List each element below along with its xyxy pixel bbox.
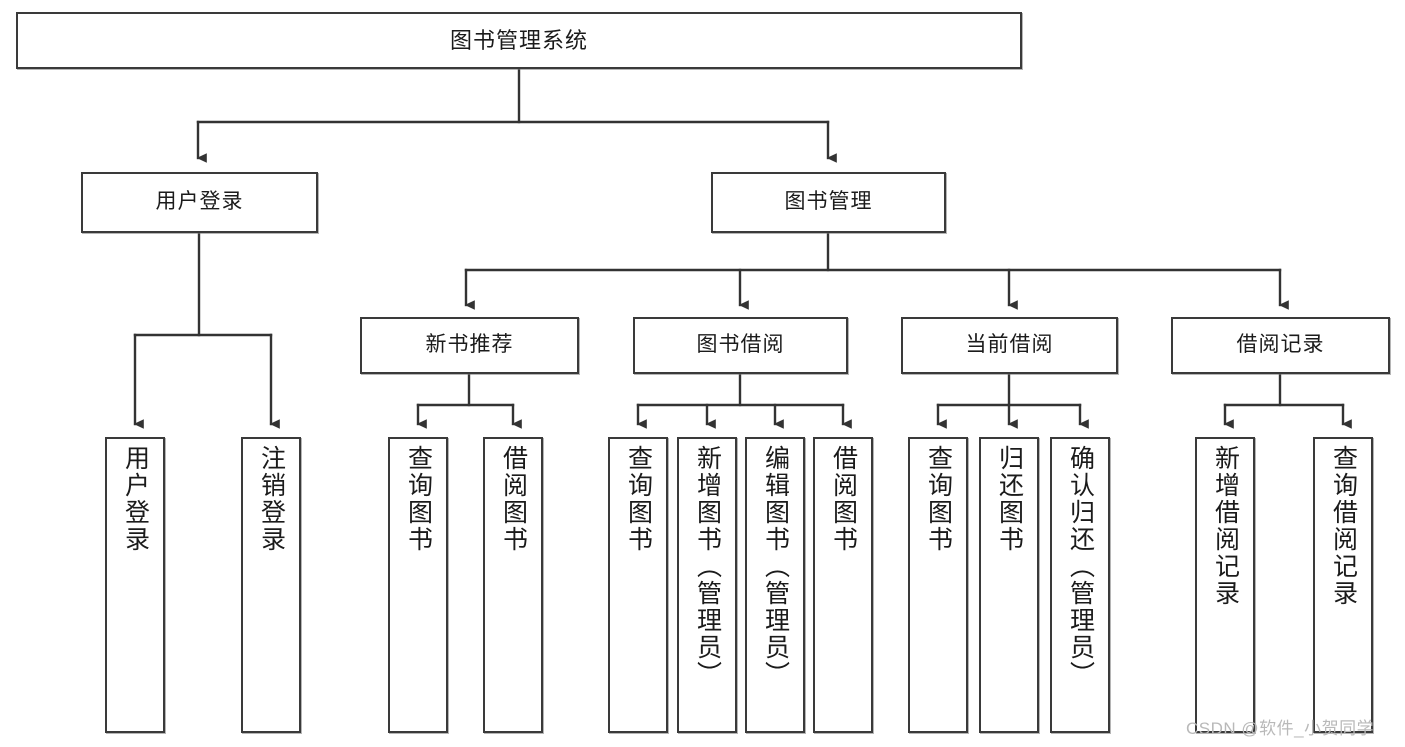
leaf-confirm-return-admin[interactable]: 确认归还（管理员） xyxy=(1050,437,1110,733)
node-label: 借阅图书 xyxy=(829,445,858,553)
node-new-book-recommend[interactable]: 新书推荐 xyxy=(360,317,579,374)
csdn-watermark: CSDN @软件_小贺同学 xyxy=(1186,719,1375,738)
node-label: 图书借阅 xyxy=(696,333,785,357)
node-label: 查询图书 xyxy=(624,445,653,553)
node-label: 新增图书（管理员） xyxy=(693,445,722,688)
node-label: 编辑图书（管理员） xyxy=(761,445,790,688)
leaf-return-book[interactable]: 归还图书 xyxy=(979,437,1039,733)
node-book-borrow[interactable]: 图书借阅 xyxy=(633,317,848,374)
node-root-system[interactable]: 图书管理系统 xyxy=(16,12,1022,69)
node-current-borrow[interactable]: 当前借阅 xyxy=(901,317,1118,374)
node-label: 归还图书 xyxy=(995,445,1024,553)
leaf-add-borrow-record[interactable]: 新增借阅记录 xyxy=(1195,437,1255,733)
node-book-management[interactable]: 图书管理 xyxy=(711,172,946,233)
node-label: 用户登录 xyxy=(155,190,244,214)
node-label: 注销登录 xyxy=(257,445,286,553)
node-label: 查询图书 xyxy=(924,445,953,553)
node-label: 确认归还（管理员） xyxy=(1066,445,1095,688)
node-label: 借阅记录 xyxy=(1236,333,1325,357)
node-label: 查询借阅记录 xyxy=(1329,445,1358,607)
node-label: 查询图书 xyxy=(404,445,433,553)
node-label: 借阅图书 xyxy=(499,445,528,553)
node-label: 图书管理 xyxy=(784,190,873,214)
leaf-query-book-borrow[interactable]: 查询图书 xyxy=(608,437,668,733)
node-label: 用户登录 xyxy=(121,445,150,553)
node-borrow-record[interactable]: 借阅记录 xyxy=(1171,317,1390,374)
node-label: 新书推荐 xyxy=(425,333,514,357)
leaf-query-borrow-record[interactable]: 查询借阅记录 xyxy=(1313,437,1373,733)
leaf-query-book-recommend[interactable]: 查询图书 xyxy=(388,437,448,733)
leaf-query-book-current[interactable]: 查询图书 xyxy=(908,437,968,733)
leaf-edit-book-admin[interactable]: 编辑图书（管理员） xyxy=(745,437,805,733)
node-label: 新增借阅记录 xyxy=(1211,445,1240,607)
leaf-logout[interactable]: 注销登录 xyxy=(241,437,301,733)
leaf-add-book-admin[interactable]: 新增图书（管理员） xyxy=(677,437,737,733)
leaf-borrow-book-recommend[interactable]: 借阅图书 xyxy=(483,437,543,733)
leaf-user-login[interactable]: 用户登录 xyxy=(105,437,165,733)
leaf-borrow-book[interactable]: 借阅图书 xyxy=(813,437,873,733)
node-user-login[interactable]: 用户登录 xyxy=(81,172,318,233)
node-label: 图书管理系统 xyxy=(449,27,588,53)
node-label: 当前借阅 xyxy=(965,333,1054,357)
